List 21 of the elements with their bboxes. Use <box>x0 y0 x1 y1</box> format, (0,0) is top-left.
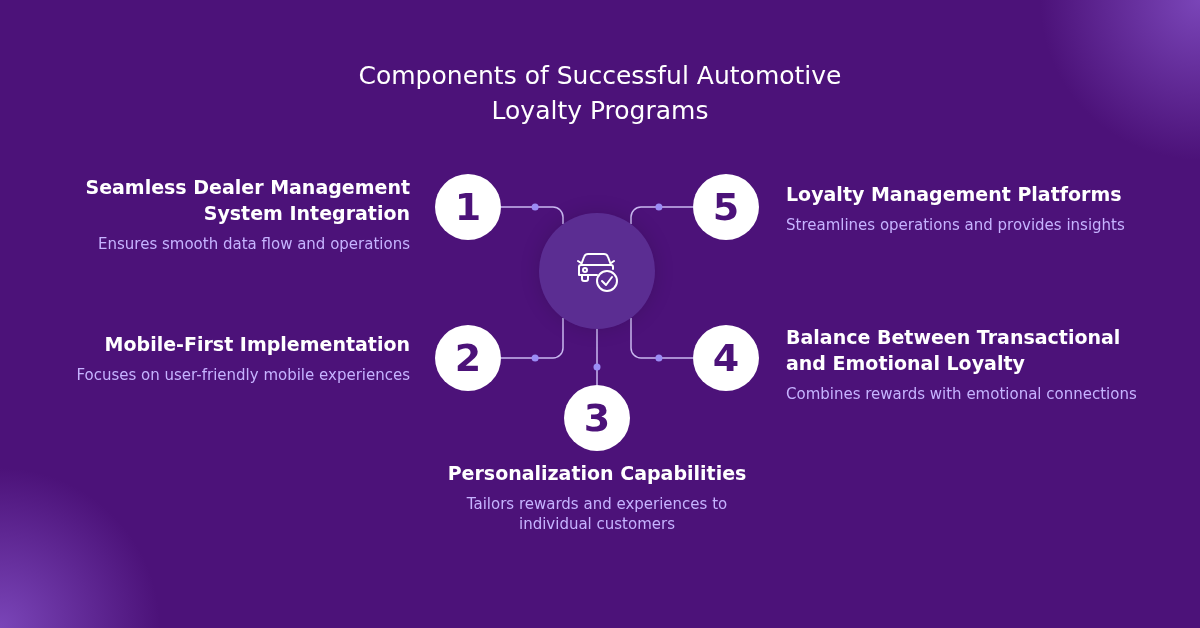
number-circle: 1 <box>435 174 501 240</box>
title: Components of Successful Automotive Loyalty Programs <box>357 60 843 127</box>
connector-line <box>596 328 598 386</box>
connector-line <box>630 317 694 359</box>
step-heading: Seamless Dealer Management System Integration <box>84 175 410 226</box>
number-circle: 3 <box>564 385 630 451</box>
step-heading: Personalization Capabilities <box>446 461 748 486</box>
step-description: Focuses on user-friendly mobile experiences <box>75 365 410 385</box>
connector-line <box>630 206 694 225</box>
connector-line <box>500 317 564 359</box>
number-circle: 4 <box>693 325 759 391</box>
step-description: Streamlines operations and provides insights <box>786 215 1126 235</box>
step-description: Tailors rewards and experiences to individual customers <box>465 494 729 534</box>
number-circle: 5 <box>693 174 759 240</box>
step-heading: Loyalty Management Platforms <box>786 182 1123 207</box>
step-heading: Mobile-First Implementation <box>103 332 410 357</box>
step-heading: Balance Between Transactional and Emotional Loyalty <box>786 325 1122 376</box>
number-circle: 2 <box>435 325 501 391</box>
step-description: Ensures smooth data flow and operations <box>97 234 410 254</box>
step-description: Combines rewards with emotional connections <box>786 384 1138 404</box>
connector-line <box>500 206 564 225</box>
